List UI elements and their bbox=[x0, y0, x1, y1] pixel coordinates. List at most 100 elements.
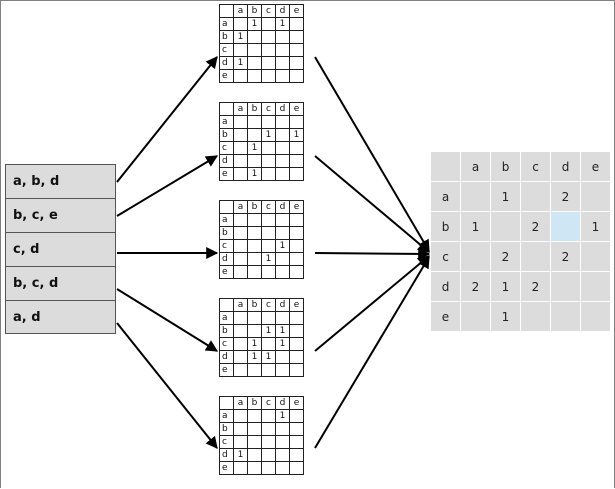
matrix-corner-cell bbox=[219, 4, 234, 18]
matrix-cell: 1 bbox=[289, 128, 304, 142]
matrix-cell bbox=[261, 69, 276, 83]
matrix-row: d bbox=[219, 154, 304, 168]
matrix-cell bbox=[247, 56, 262, 70]
matrix-cell bbox=[580, 241, 611, 272]
matrix-cell bbox=[580, 271, 611, 302]
matrix-cell bbox=[289, 17, 304, 31]
matrix-cell bbox=[233, 324, 248, 338]
transaction-item: c, d bbox=[5, 232, 116, 266]
matrix-cell: 1 bbox=[261, 324, 276, 338]
matrix-cell bbox=[275, 154, 290, 168]
matrix-cell: 1 bbox=[233, 448, 248, 462]
matrix-row: c bbox=[219, 435, 304, 449]
matrix-row-header: d bbox=[219, 154, 234, 168]
matrix-cell bbox=[233, 265, 248, 279]
matrix-cell bbox=[233, 128, 248, 142]
matrix-cell bbox=[261, 337, 276, 351]
matrix-cell bbox=[289, 56, 304, 70]
matrix-cell: 1 bbox=[247, 141, 262, 155]
matrix-row-header: c bbox=[219, 141, 234, 155]
matrix-cell bbox=[247, 239, 262, 253]
matrix-cell bbox=[275, 56, 290, 70]
matrix-cell: 1 bbox=[247, 17, 262, 31]
matrix-column-header: a bbox=[233, 396, 248, 410]
matrix-cell: 1 bbox=[275, 324, 290, 338]
matrix-cell bbox=[261, 311, 276, 325]
matrix-cell bbox=[261, 422, 276, 436]
matrix-cell: 2 bbox=[520, 271, 551, 302]
matrix-row-header: b bbox=[219, 128, 234, 142]
matrix-row-header: e bbox=[219, 461, 234, 475]
matrix-cell bbox=[261, 239, 276, 253]
transaction-item: b, c, d bbox=[5, 266, 116, 300]
matrix-cell bbox=[275, 363, 290, 377]
matrix-column-header: c bbox=[261, 298, 276, 312]
matrix-column-header: d bbox=[275, 102, 290, 116]
matrix-cell bbox=[580, 301, 611, 332]
matrix-column-header: b bbox=[247, 102, 262, 116]
matrix-column-header: a bbox=[233, 200, 248, 214]
matrix-cell bbox=[247, 154, 262, 168]
transaction-item: a, b, d bbox=[5, 164, 116, 198]
matrix-cell bbox=[261, 226, 276, 240]
matrix-column-header: b bbox=[247, 298, 262, 312]
matrix-row-header: a bbox=[219, 115, 234, 129]
matrix-cell bbox=[580, 181, 611, 212]
transaction-list: a, b, d b, c, e c, d b, c, d a, d bbox=[5, 164, 116, 334]
matrix-cell: 1 bbox=[460, 211, 491, 242]
matrix-row: a bbox=[219, 213, 304, 227]
matrix-cell bbox=[247, 422, 262, 436]
matrix-cell bbox=[275, 167, 290, 181]
matrix-cell: 1 bbox=[490, 181, 521, 212]
matrix-cell bbox=[233, 363, 248, 377]
matrix-cell bbox=[289, 239, 304, 253]
matrix-cell bbox=[550, 271, 581, 302]
matrix-cell bbox=[275, 30, 290, 44]
matrix-cell: 1 bbox=[275, 337, 290, 351]
matrix-cell bbox=[275, 141, 290, 155]
matrix-corner-cell bbox=[219, 396, 234, 410]
arrow-tx5-to-matrix5 bbox=[116, 322, 218, 449]
matrix-row-header: a bbox=[430, 181, 461, 212]
matrix-cell bbox=[247, 69, 262, 83]
matrix-cell bbox=[289, 311, 304, 325]
matrix-row-header: d bbox=[219, 448, 234, 462]
matrix-cell bbox=[550, 211, 581, 242]
matrix-cell bbox=[233, 154, 248, 168]
matrix-cell bbox=[289, 324, 304, 338]
matrix-column-header: d bbox=[550, 151, 581, 182]
matrix-cell bbox=[261, 17, 276, 31]
matrix-cell bbox=[233, 141, 248, 155]
matrix-row-header: d bbox=[219, 56, 234, 70]
matrix-column-header: e bbox=[289, 4, 304, 18]
matrix-cell bbox=[520, 181, 551, 212]
matrix-cell bbox=[261, 167, 276, 181]
matrix-cell: 1 bbox=[261, 252, 276, 266]
matrix-cell bbox=[275, 265, 290, 279]
arrow-matrix1-to-result bbox=[314, 56, 430, 253]
matrix-cell: 1 bbox=[275, 17, 290, 31]
matrix-row-header: c bbox=[219, 337, 234, 351]
matrix-cell bbox=[261, 409, 276, 423]
matrix-cell bbox=[289, 363, 304, 377]
matrix-column-header: b bbox=[247, 396, 262, 410]
matrix-cell bbox=[261, 115, 276, 129]
matrix-cell bbox=[233, 226, 248, 240]
matrix-cell bbox=[289, 448, 304, 462]
matrix-cell bbox=[233, 337, 248, 351]
matrix-cell bbox=[247, 409, 262, 423]
matrix-cell bbox=[490, 211, 521, 242]
matrix-column-header: c bbox=[261, 102, 276, 116]
matrix-row-header: c bbox=[219, 435, 234, 449]
matrix-cell bbox=[289, 167, 304, 181]
matrix-cell bbox=[289, 115, 304, 129]
